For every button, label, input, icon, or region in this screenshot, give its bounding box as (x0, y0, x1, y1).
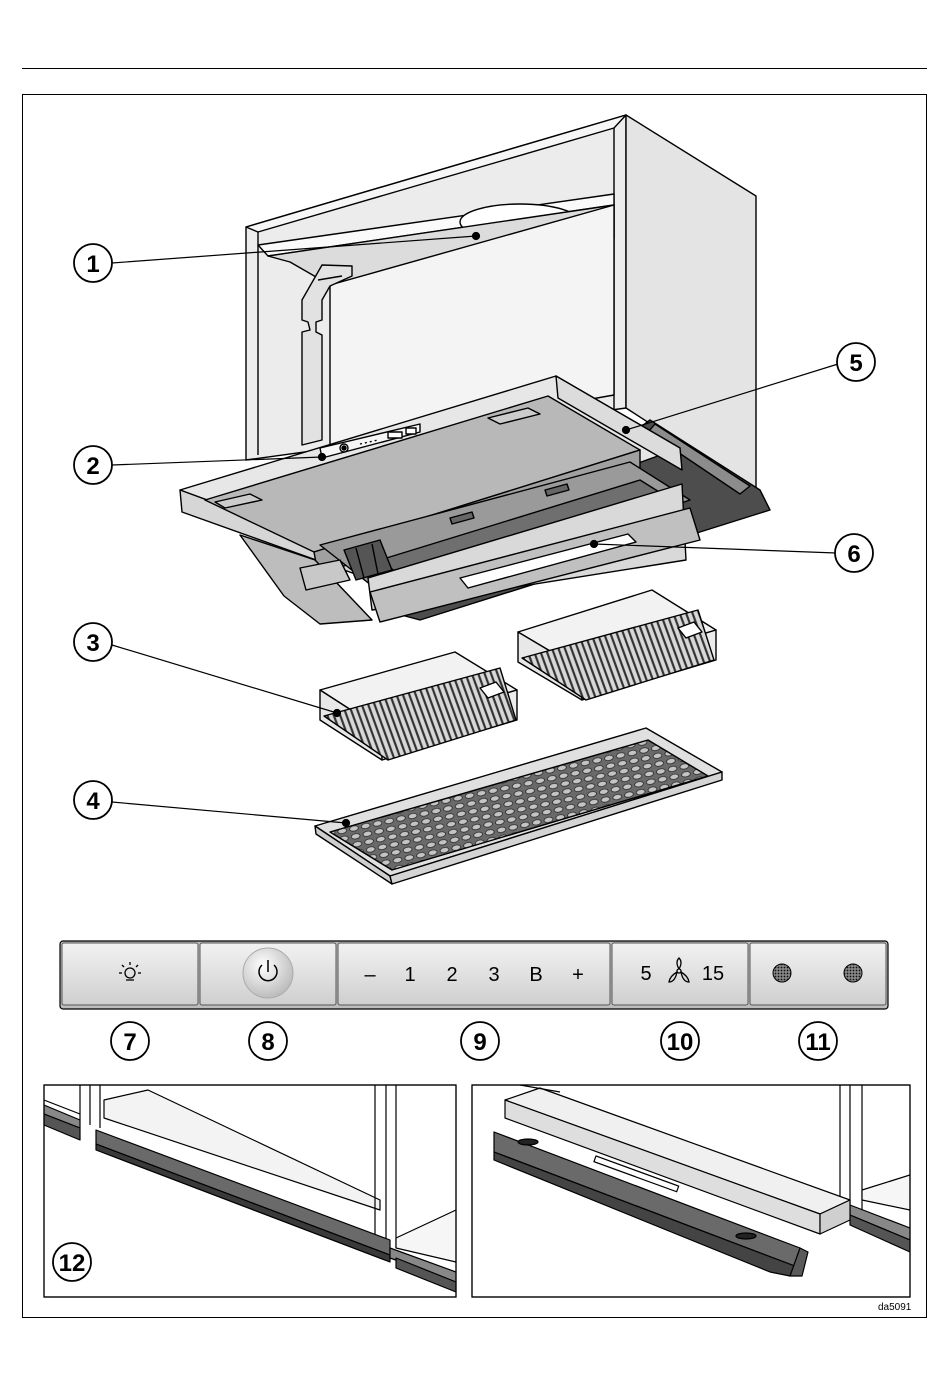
timer-15-label: 15 (702, 963, 724, 985)
carbon-filter-right (518, 590, 716, 700)
svg-text:2: 2 (86, 453, 99, 480)
svg-text:4: 4 (86, 788, 100, 815)
svg-text:1: 1 (86, 251, 99, 278)
callout-12: 12 (53, 1243, 91, 1281)
light-button[interactable] (62, 943, 198, 1005)
callout-4: 4 (74, 781, 112, 819)
callout-9: 9 (461, 1022, 499, 1060)
callout-10: 10 (661, 1022, 699, 1060)
detail-left (44, 1085, 456, 1297)
svg-text:9: 9 (473, 1029, 486, 1056)
reference-code: da5091 (878, 1302, 911, 1313)
svg-text:7: 7 (123, 1029, 136, 1056)
carbon-filter-indicator-icon (844, 964, 862, 982)
fan-speed-group: – 1 2 3 B + (338, 943, 610, 1005)
boost-button[interactable]: B (529, 964, 542, 986)
callout-2: 2 (74, 446, 112, 484)
callout-3: 3 (74, 623, 112, 661)
callout-6: 6 (835, 534, 873, 572)
callout-1: 1 (74, 244, 112, 282)
svg-text:6: 6 (847, 541, 860, 568)
fan-speed-2-button[interactable]: 2 (446, 964, 457, 986)
callout-7: 7 (111, 1022, 149, 1060)
svg-text:11: 11 (805, 1029, 830, 1056)
svg-text:8: 8 (261, 1029, 274, 1056)
run-on-timer-group[interactable]: 5 15 (612, 943, 748, 1005)
callout-11: 11 (799, 1022, 837, 1060)
filter-indicator-group (750, 943, 886, 1005)
fan-speed-1-button[interactable]: 1 (404, 964, 415, 986)
grease-filter-indicator-icon (773, 964, 791, 982)
power-button[interactable] (200, 943, 336, 1005)
svg-text:5: 5 (849, 350, 862, 377)
fan-minus-button[interactable]: – (364, 964, 376, 986)
svg-text:3: 3 (86, 630, 99, 657)
detail-right (472, 1085, 910, 1297)
fan-speed-3-button[interactable]: 3 (488, 964, 499, 986)
control-panel: – 1 2 3 B + 5 15 (60, 941, 888, 1009)
carbon-filter-left (320, 652, 517, 760)
timer-5-label: 5 (640, 963, 651, 985)
callout-5: 5 (837, 343, 875, 381)
svg-text:12: 12 (59, 1250, 86, 1277)
svg-text:10: 10 (667, 1029, 694, 1056)
callout-8: 8 (249, 1022, 287, 1060)
fan-plus-button[interactable]: + (572, 964, 584, 986)
